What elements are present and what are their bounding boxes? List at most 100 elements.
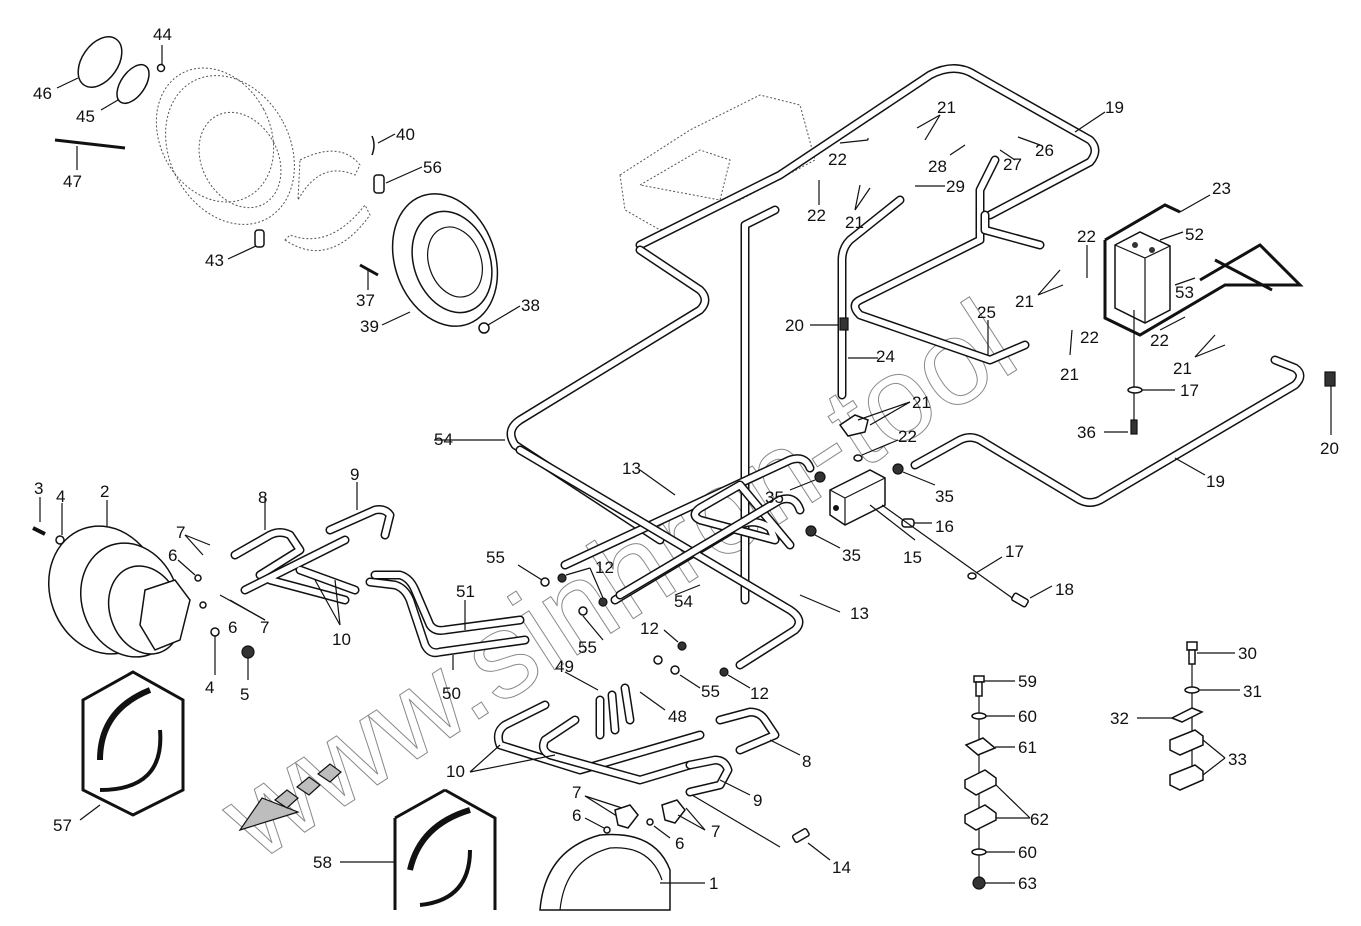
callout-54-b: 54 <box>674 592 693 611</box>
pump-ghost <box>619 94 816 231</box>
callout-63: 63 <box>1018 874 1037 893</box>
hub-assembly-ghost <box>155 67 371 252</box>
callout-47: 47 <box>63 172 82 191</box>
callout-3: 3 <box>34 479 43 498</box>
callout-26: 26 <box>1035 141 1054 160</box>
callout-12-b: 12 <box>640 619 659 638</box>
travel-motor-1 <box>539 833 671 911</box>
callout-21-d: 21 <box>1060 365 1079 384</box>
callout-6-b: 6 <box>228 618 237 637</box>
pipe-13-long <box>515 445 804 670</box>
callout-62: 62 <box>1030 810 1049 829</box>
pipe-19-upper <box>635 64 1100 250</box>
spring-40 <box>371 135 375 156</box>
callout-51: 51 <box>456 582 475 601</box>
callout-54-a: 54 <box>434 430 453 449</box>
pipe-upper-right <box>980 210 1045 250</box>
callout-16: 16 <box>935 517 954 536</box>
nut-38 <box>478 322 490 334</box>
callout-4-b: 4 <box>205 678 214 697</box>
callouts: 46 45 44 47 40 56 43 37 39 38 22 22 21 2… <box>33 25 1339 893</box>
pipe-51 <box>370 570 525 635</box>
callout-22-d: 22 <box>1080 328 1099 347</box>
valve-cartridge-53 <box>1214 258 1273 292</box>
callout-52: 52 <box>1185 225 1204 244</box>
callout-28: 28 <box>928 157 947 176</box>
callout-37: 37 <box>356 291 375 310</box>
callout-53: 53 <box>1175 283 1194 302</box>
plug-44 <box>156 63 166 73</box>
callout-5: 5 <box>240 685 249 704</box>
shaft-47 <box>54 138 126 150</box>
callout-21-e: 21 <box>1173 359 1192 378</box>
callout-49: 49 <box>555 657 574 676</box>
pipe-19-lower <box>910 355 1305 507</box>
adjuster-56 <box>373 174 385 194</box>
brake-drum-39 <box>391 193 499 327</box>
o-ring-45 <box>116 63 150 105</box>
callout-9-b: 9 <box>753 791 762 810</box>
callout-25: 25 <box>977 303 996 322</box>
brake-shoe-kit-58 <box>393 788 497 910</box>
callout-55-b: 55 <box>578 638 597 657</box>
callout-22-a: 22 <box>828 150 847 169</box>
callout-12-a: 12 <box>595 558 614 577</box>
callout-22-e: 22 <box>1150 331 1169 350</box>
callout-21-f: 21 <box>912 393 931 412</box>
callout-10-a: 10 <box>332 630 351 649</box>
clamp-kit-30-33 <box>1169 641 1204 791</box>
callout-22-c: 22 <box>1077 227 1096 246</box>
callout-59: 59 <box>1018 672 1037 691</box>
callout-15: 15 <box>903 548 922 567</box>
clamp-kit-59-63 <box>964 675 997 890</box>
callout-32: 32 <box>1110 709 1129 728</box>
valve-assembly-23 <box>1103 203 1304 337</box>
callout-7-b: 7 <box>260 618 269 637</box>
hose-25 <box>850 155 1030 365</box>
callout-17-a: 17 <box>1180 381 1199 400</box>
bolt-37 <box>359 263 379 277</box>
callout-48: 48 <box>668 707 687 726</box>
callout-43: 43 <box>205 251 224 270</box>
callout-6-c: 6 <box>572 806 581 825</box>
callout-55-a: 55 <box>486 548 505 567</box>
callout-21-a: 21 <box>937 98 956 117</box>
hose-24 <box>837 195 905 400</box>
bolt-3 <box>32 526 46 536</box>
pipe-9-lower <box>685 755 733 797</box>
wheel-cylinder-43 <box>254 229 265 248</box>
callout-33: 33 <box>1228 750 1247 769</box>
callout-18: 18 <box>1055 580 1074 599</box>
callout-31: 31 <box>1243 682 1262 701</box>
callout-60-b: 60 <box>1018 843 1037 862</box>
pipes-48-49 <box>595 683 635 740</box>
callout-38: 38 <box>521 296 540 315</box>
callout-46: 46 <box>33 84 52 103</box>
pipe-50 <box>365 577 530 658</box>
callout-58: 58 <box>313 853 332 872</box>
callout-8-b: 8 <box>802 752 811 771</box>
cover-46 <box>77 36 123 88</box>
callout-60-a: 60 <box>1018 707 1037 726</box>
callout-7-c: 7 <box>572 783 581 802</box>
front-direction-arrow-icon <box>238 763 342 832</box>
callout-24: 24 <box>876 347 895 366</box>
callout-9-a: 9 <box>350 465 359 484</box>
callout-35-a: 35 <box>765 488 784 507</box>
callout-6-d: 6 <box>675 834 684 853</box>
callout-7-d: 7 <box>711 822 720 841</box>
travel-motor-2 <box>47 525 191 658</box>
pipe-9-left <box>325 505 395 540</box>
callout-21-c: 21 <box>1015 292 1034 311</box>
callout-27: 27 <box>1003 155 1022 174</box>
callout-44: 44 <box>153 25 172 44</box>
callout-13-b: 13 <box>850 604 869 623</box>
callout-35-b: 35 <box>935 487 954 506</box>
callout-45: 45 <box>76 107 95 126</box>
callout-29: 29 <box>946 177 965 196</box>
callout-35-c: 35 <box>842 546 861 565</box>
pipe-8-lower <box>715 707 780 755</box>
callout-23: 23 <box>1212 179 1231 198</box>
hose-10-left <box>240 535 360 605</box>
callout-55-c: 55 <box>701 682 720 701</box>
